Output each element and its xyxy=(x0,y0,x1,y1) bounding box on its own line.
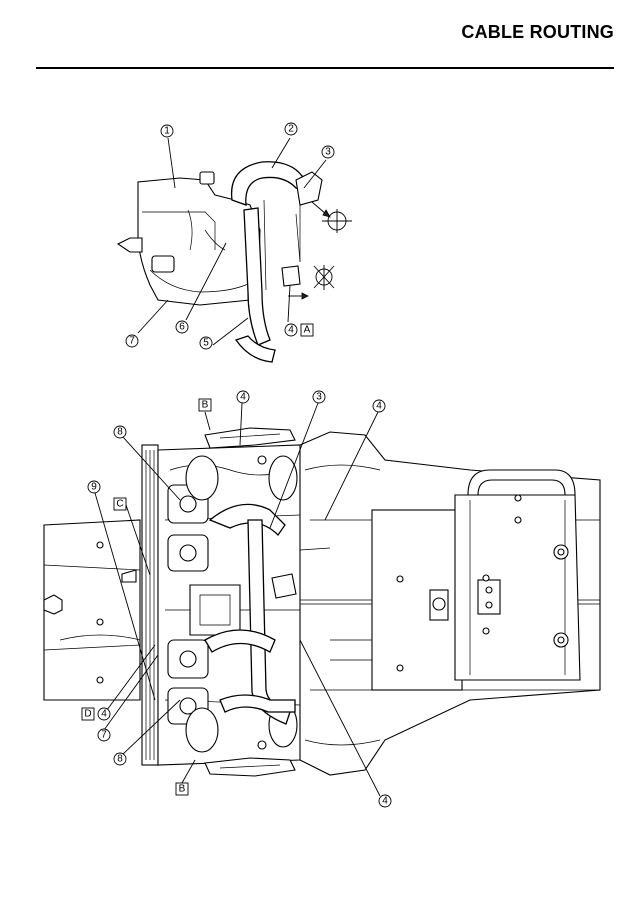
callout-bottom-9: 9 xyxy=(87,480,101,494)
nozzle xyxy=(116,237,143,253)
callout-bottom-4c: 4 xyxy=(97,707,111,721)
svg-text:2: 2 xyxy=(288,124,294,135)
top-illustration xyxy=(116,137,352,363)
callout-bottom-7: 7 xyxy=(97,728,111,742)
center-housing xyxy=(189,584,241,636)
detail-label-d: D xyxy=(81,707,95,721)
bottom-illustration xyxy=(43,402,601,797)
svg-text:6: 6 xyxy=(179,322,185,333)
callout-bottom-8a: 8 xyxy=(113,425,127,439)
rear-bracket xyxy=(477,579,501,615)
hose-lower xyxy=(234,335,276,363)
svg-text:A: A xyxy=(304,325,311,336)
svg-text:B: B xyxy=(179,784,186,795)
callout-top-7: 7 xyxy=(125,334,139,348)
svg-text:3: 3 xyxy=(316,392,322,403)
hose-vertical xyxy=(243,207,271,346)
svg-text:4: 4 xyxy=(382,796,388,807)
svg-text:4: 4 xyxy=(101,709,107,720)
callout-bottom-3: 3 xyxy=(312,390,326,404)
callout-bottom-4d: 4 xyxy=(378,794,392,808)
svg-text:7: 7 xyxy=(129,336,135,347)
callout-top-2: 2 xyxy=(284,122,298,136)
clip-center xyxy=(271,573,297,599)
callout-top-6: 6 xyxy=(175,320,189,334)
svg-text:1: 1 xyxy=(164,126,170,137)
bolt-head xyxy=(43,594,63,615)
callout-top-1: 1 xyxy=(160,124,174,138)
section-marker-lower xyxy=(313,265,335,290)
hose-lower-right xyxy=(219,694,296,713)
svg-text:5: 5 xyxy=(203,338,209,349)
callout-bottom-8b: 8 xyxy=(113,752,127,766)
svg-text:B: B xyxy=(202,400,209,411)
svg-text:8: 8 xyxy=(117,427,123,438)
svg-text:9: 9 xyxy=(91,482,97,493)
svg-text:4: 4 xyxy=(240,392,246,403)
bracket-bottom xyxy=(204,757,296,777)
drum-lower xyxy=(185,707,219,753)
clip-right xyxy=(295,171,323,206)
svg-text:D: D xyxy=(84,709,91,720)
clip-lower xyxy=(281,265,301,287)
svg-text:C: C xyxy=(116,499,123,510)
callout-bottom-4a: 4 xyxy=(236,390,250,404)
svg-text:4: 4 xyxy=(376,401,382,412)
detail-label-a: A xyxy=(300,323,314,337)
detail-label-b-bottom: B xyxy=(175,782,189,796)
page-title: CABLE ROUTING xyxy=(461,22,614,42)
bracket xyxy=(151,255,175,273)
svg-text:3: 3 xyxy=(325,147,331,158)
svg-text:7: 7 xyxy=(101,730,107,741)
rear-handle xyxy=(467,469,576,496)
svg-text:4: 4 xyxy=(288,325,294,336)
hose-cross-c xyxy=(204,629,276,653)
detail-label-b-top: B xyxy=(198,398,212,412)
section-marker-upper xyxy=(322,209,352,233)
cap xyxy=(199,171,215,185)
callout-bottom-4b: 4 xyxy=(372,399,386,413)
drum-upper-right xyxy=(268,455,298,501)
detail-label-c: C xyxy=(113,497,127,511)
svg-text:8: 8 xyxy=(117,754,123,765)
drum-upper xyxy=(185,455,219,501)
title-rule xyxy=(36,67,614,69)
callout-top-5: 5 xyxy=(199,336,213,350)
callout-top-3: 3 xyxy=(321,145,335,159)
bracket-top xyxy=(204,427,296,449)
callout-top-4: 4 xyxy=(284,323,298,337)
